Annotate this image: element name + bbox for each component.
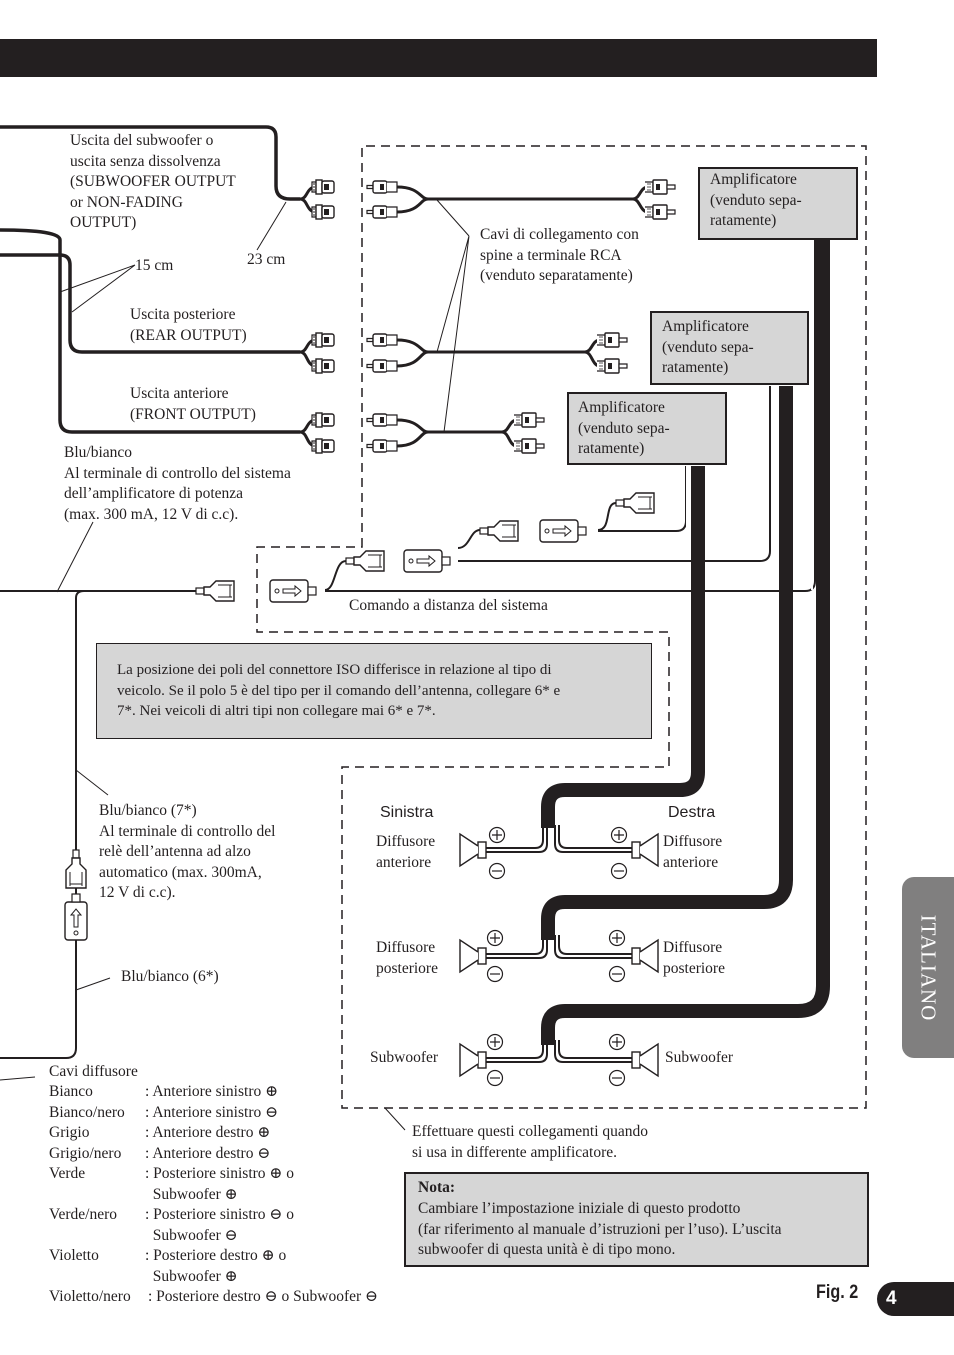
subwoofer-left-icon	[459, 1043, 487, 1077]
antenna-wire-7-label: Blu/bianco (7*) Al terminale di controll…	[99, 802, 276, 901]
antenna-wire-6-label: Blu/bianco (6*)	[121, 968, 219, 985]
front-left-speaker-label: Diffusore anteriore	[376, 833, 436, 871]
polarity-icons	[486, 826, 628, 1087]
rca-cables-label: Cavi di collegamento con spine a termina…	[480, 226, 639, 284]
remote-control-label: Comando a distanza del sistema	[349, 597, 548, 614]
rca-y-merges	[396, 185, 429, 448]
speaker-wires-title: Cavi diffusore	[49, 1063, 138, 1080]
speaker-bundles	[541, 240, 830, 1045]
speaker-bundle-edges	[686, 240, 813, 590]
speaker-rear-right-icon	[631, 939, 659, 973]
front-right-speaker-label: Diffusore anteriore	[663, 833, 723, 871]
length-15cm-label: 15 cm	[135, 257, 174, 274]
language-tab-label: ITALIANO	[916, 914, 941, 1021]
right-heading: Destra	[668, 804, 716, 821]
subwoofer-output-label: Uscita del subwoofer o uscita senza diss…	[70, 132, 236, 231]
subwoofer-right-icon	[631, 1043, 659, 1077]
amplifier-label-3: Amplificatore (venduto sepa- ratamente)	[578, 399, 670, 457]
amplifier-label-2: Amplificatore (venduto sepa- ratamente)	[662, 318, 754, 376]
amplifier-box-1	[698, 167, 858, 240]
rca-y-splits	[299, 185, 317, 448]
antenna-connectors	[64, 849, 88, 941]
header-bar	[0, 39, 877, 77]
amplifier-box-2	[650, 311, 809, 385]
unit-cables	[0, 125, 300, 434]
system-control-label: Blu/bianco Al terminale di controllo del…	[64, 444, 291, 523]
rear-right-speaker-label: Diffusore posteriore	[663, 939, 725, 977]
rear-left-speaker-label: Diffusore posteriore	[376, 939, 438, 977]
length-23cm-label: 23 cm	[247, 251, 286, 268]
page-number: 4	[877, 1282, 954, 1316]
nota-box	[404, 1172, 869, 1267]
iso-note-box	[96, 643, 652, 739]
speaker-wires	[484, 825, 632, 1063]
rear-output-label: Uscita posteriore (REAR OUTPUT)	[130, 306, 247, 344]
nota-title: Nota:	[418, 1179, 456, 1196]
front-output-label: Uscita anteriore (FRONT OUTPUT)	[130, 385, 256, 423]
figure-label: Fig. 2	[816, 1282, 859, 1303]
dashed-borders	[256, 145, 867, 1109]
amplifier-box-3	[567, 392, 727, 465]
nota-body: Cambiare l’impostazione iniziale di ques…	[418, 1200, 782, 1258]
speaker-front-left-icon	[459, 833, 487, 867]
separate-amp-note: Effettuare questi collegamenti quando si…	[412, 1123, 649, 1161]
rca-connectors-unit	[311, 179, 398, 454]
leader-lines	[0, 199, 470, 1131]
language-tab[interactable]: ITALIANO	[902, 877, 954, 1058]
left-heading: Sinistra	[380, 804, 434, 821]
iso-note-text: La posizione dei poli del connettore ISO…	[117, 662, 561, 719]
subwoofer-right-label: Subwoofer	[665, 1049, 734, 1066]
subwoofer-left-label: Subwoofer	[370, 1049, 439, 1066]
speaker-rear-left-icon	[459, 939, 487, 973]
speaker-front-right-icon	[631, 833, 659, 867]
amplifier-label-1: Amplificatore (venduto sepa- ratamente)	[710, 171, 802, 229]
